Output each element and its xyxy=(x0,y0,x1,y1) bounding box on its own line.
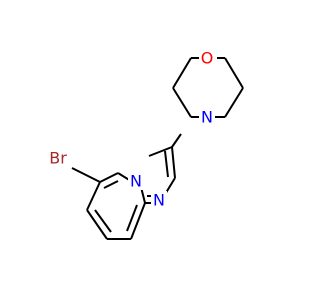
bond-c3-bridgehead-n xyxy=(148,146,173,157)
molecule-structure: O N N N Br xyxy=(46,48,244,240)
bond-c3-c2-inner xyxy=(164,150,169,178)
bond-c4-n-morpholine xyxy=(224,87,244,118)
bond-c8a-c4a-inner xyxy=(126,204,138,232)
morpholine-nitrogen-label: N xyxy=(201,108,213,127)
bond-c5-c6 xyxy=(99,172,119,183)
bond-c3-c2 xyxy=(171,146,176,179)
bond-n-morpholine-c3-imidazole xyxy=(171,133,182,148)
bromine-label: Br xyxy=(49,149,67,168)
bond-n-morpholine-c1 xyxy=(172,87,192,118)
bond-c8a-c4a xyxy=(130,202,146,240)
bond-c6-bromine xyxy=(71,167,101,183)
imidazole-nitrogen-label: N xyxy=(153,191,165,210)
bond-c1-c2 xyxy=(172,57,192,89)
bond-c7-c8 xyxy=(86,209,108,240)
oxygen-label: O xyxy=(201,49,214,68)
bridgehead-nitrogen-atom: N xyxy=(128,172,144,191)
oxygen-atom: O xyxy=(199,49,217,68)
bond-c5-c6-inner xyxy=(103,180,119,189)
atom-labels: O N N N Br xyxy=(46,49,217,210)
morpholine-nitrogen-atom: N xyxy=(199,108,215,127)
bridgehead-nitrogen-label: N xyxy=(130,172,142,191)
bond-c6-c7 xyxy=(86,181,101,211)
bonds xyxy=(71,57,244,240)
bond-c3-c4 xyxy=(224,57,244,89)
imidazole-nitrogen-atom: N xyxy=(151,191,167,210)
bromine-atom: Br xyxy=(46,149,70,168)
bond-c7-c8-inner xyxy=(94,209,112,233)
